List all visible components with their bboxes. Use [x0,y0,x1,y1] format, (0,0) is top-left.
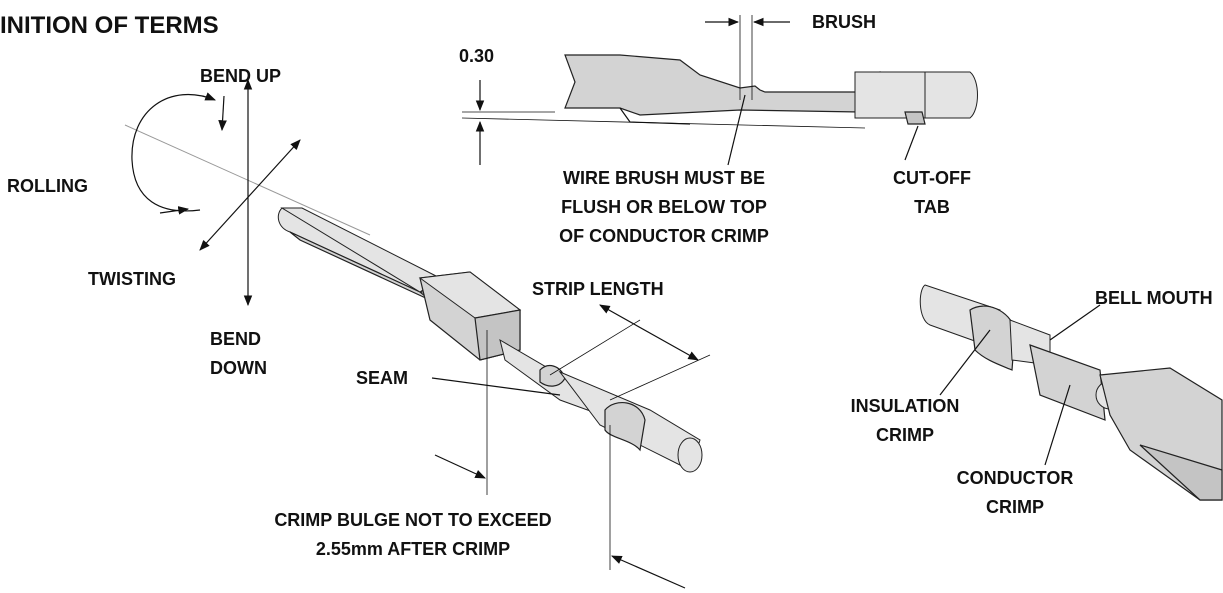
insulation-crimp-leader [939,329,991,396]
iso-conductor-crimp [539,364,566,387]
side-cutoff-curve [619,107,691,125]
rolling-label: ROLLING [7,176,88,196]
seam-label: SEAM [356,368,408,388]
insulation-crimp-label-1: INSULATION [851,396,960,416]
page-title: INITION OF TERMS [0,12,219,39]
twist-axis-arrow [199,139,301,251]
detail-conductor-crimp [1029,344,1106,421]
crimp-bulge-note-1: CRIMP BULGE NOT TO EXCEED [274,510,551,530]
bulge-arrow-left [434,454,486,479]
twisting-label: TWISTING [88,269,176,289]
side-wire-end [924,71,978,119]
rolling-arrow-tail [159,206,190,215]
bend-up-label: BEND UP [200,66,281,86]
conductor-crimp-leader [1044,384,1071,466]
wire-brush-note-3: OF CONDUCTOR CRIMP [559,226,769,246]
seam-leader [431,377,561,396]
rolling-arrow [131,92,217,212]
gap-dimension-label: 0.30 [459,46,494,66]
strip-ext-right [609,354,711,401]
bell-mouth-label: BELL MOUTH [1095,288,1213,308]
rolling-arrow-head [218,95,227,132]
side-cutoff-tab [904,111,926,125]
bulge-arrow-right [611,555,686,589]
wire-brush-note-2: FLUSH OR BELOW TOP [561,197,767,217]
strip-length-label: STRIP LENGTH [532,279,664,299]
iso-pin-top [280,207,441,293]
iso-insulation-crimp [604,402,646,452]
cutoff-tab-label-1: CUT-OFF [893,168,971,188]
detail-insulation-crimp [969,305,1016,371]
wire-brush-note-1: WIRE BRUSH MUST BE [563,168,765,188]
cutoff-tab-label-2: TAB [914,197,950,217]
cutoff-leader [904,125,919,161]
iso-terminal [277,207,711,589]
bend-down-label-1: BEND [210,329,261,349]
conductor-crimp-label-1: CONDUCTOR [957,468,1074,488]
side-terminal-body [564,54,881,116]
strip-ext-left [549,319,641,376]
bell-mouth-leader [1049,304,1101,341]
detail-terminal-base [1139,444,1223,501]
iso-wire-end [677,437,703,473]
insulation-crimp-label-2: CRIMP [876,425,934,445]
side-view-terminal [461,15,978,166]
bend-down-label-2: DOWN [210,358,267,378]
strip-length-arrow [599,304,699,361]
direction-axes [124,78,371,307]
conductor-crimp-label-2: CRIMP [986,497,1044,517]
wire-brush-leader [727,94,746,166]
brush-label: BRUSH [812,12,876,32]
crimp-detail-view [919,284,1223,501]
crimp-bulge-note-2: 2.55mm AFTER CRIMP [316,539,510,559]
